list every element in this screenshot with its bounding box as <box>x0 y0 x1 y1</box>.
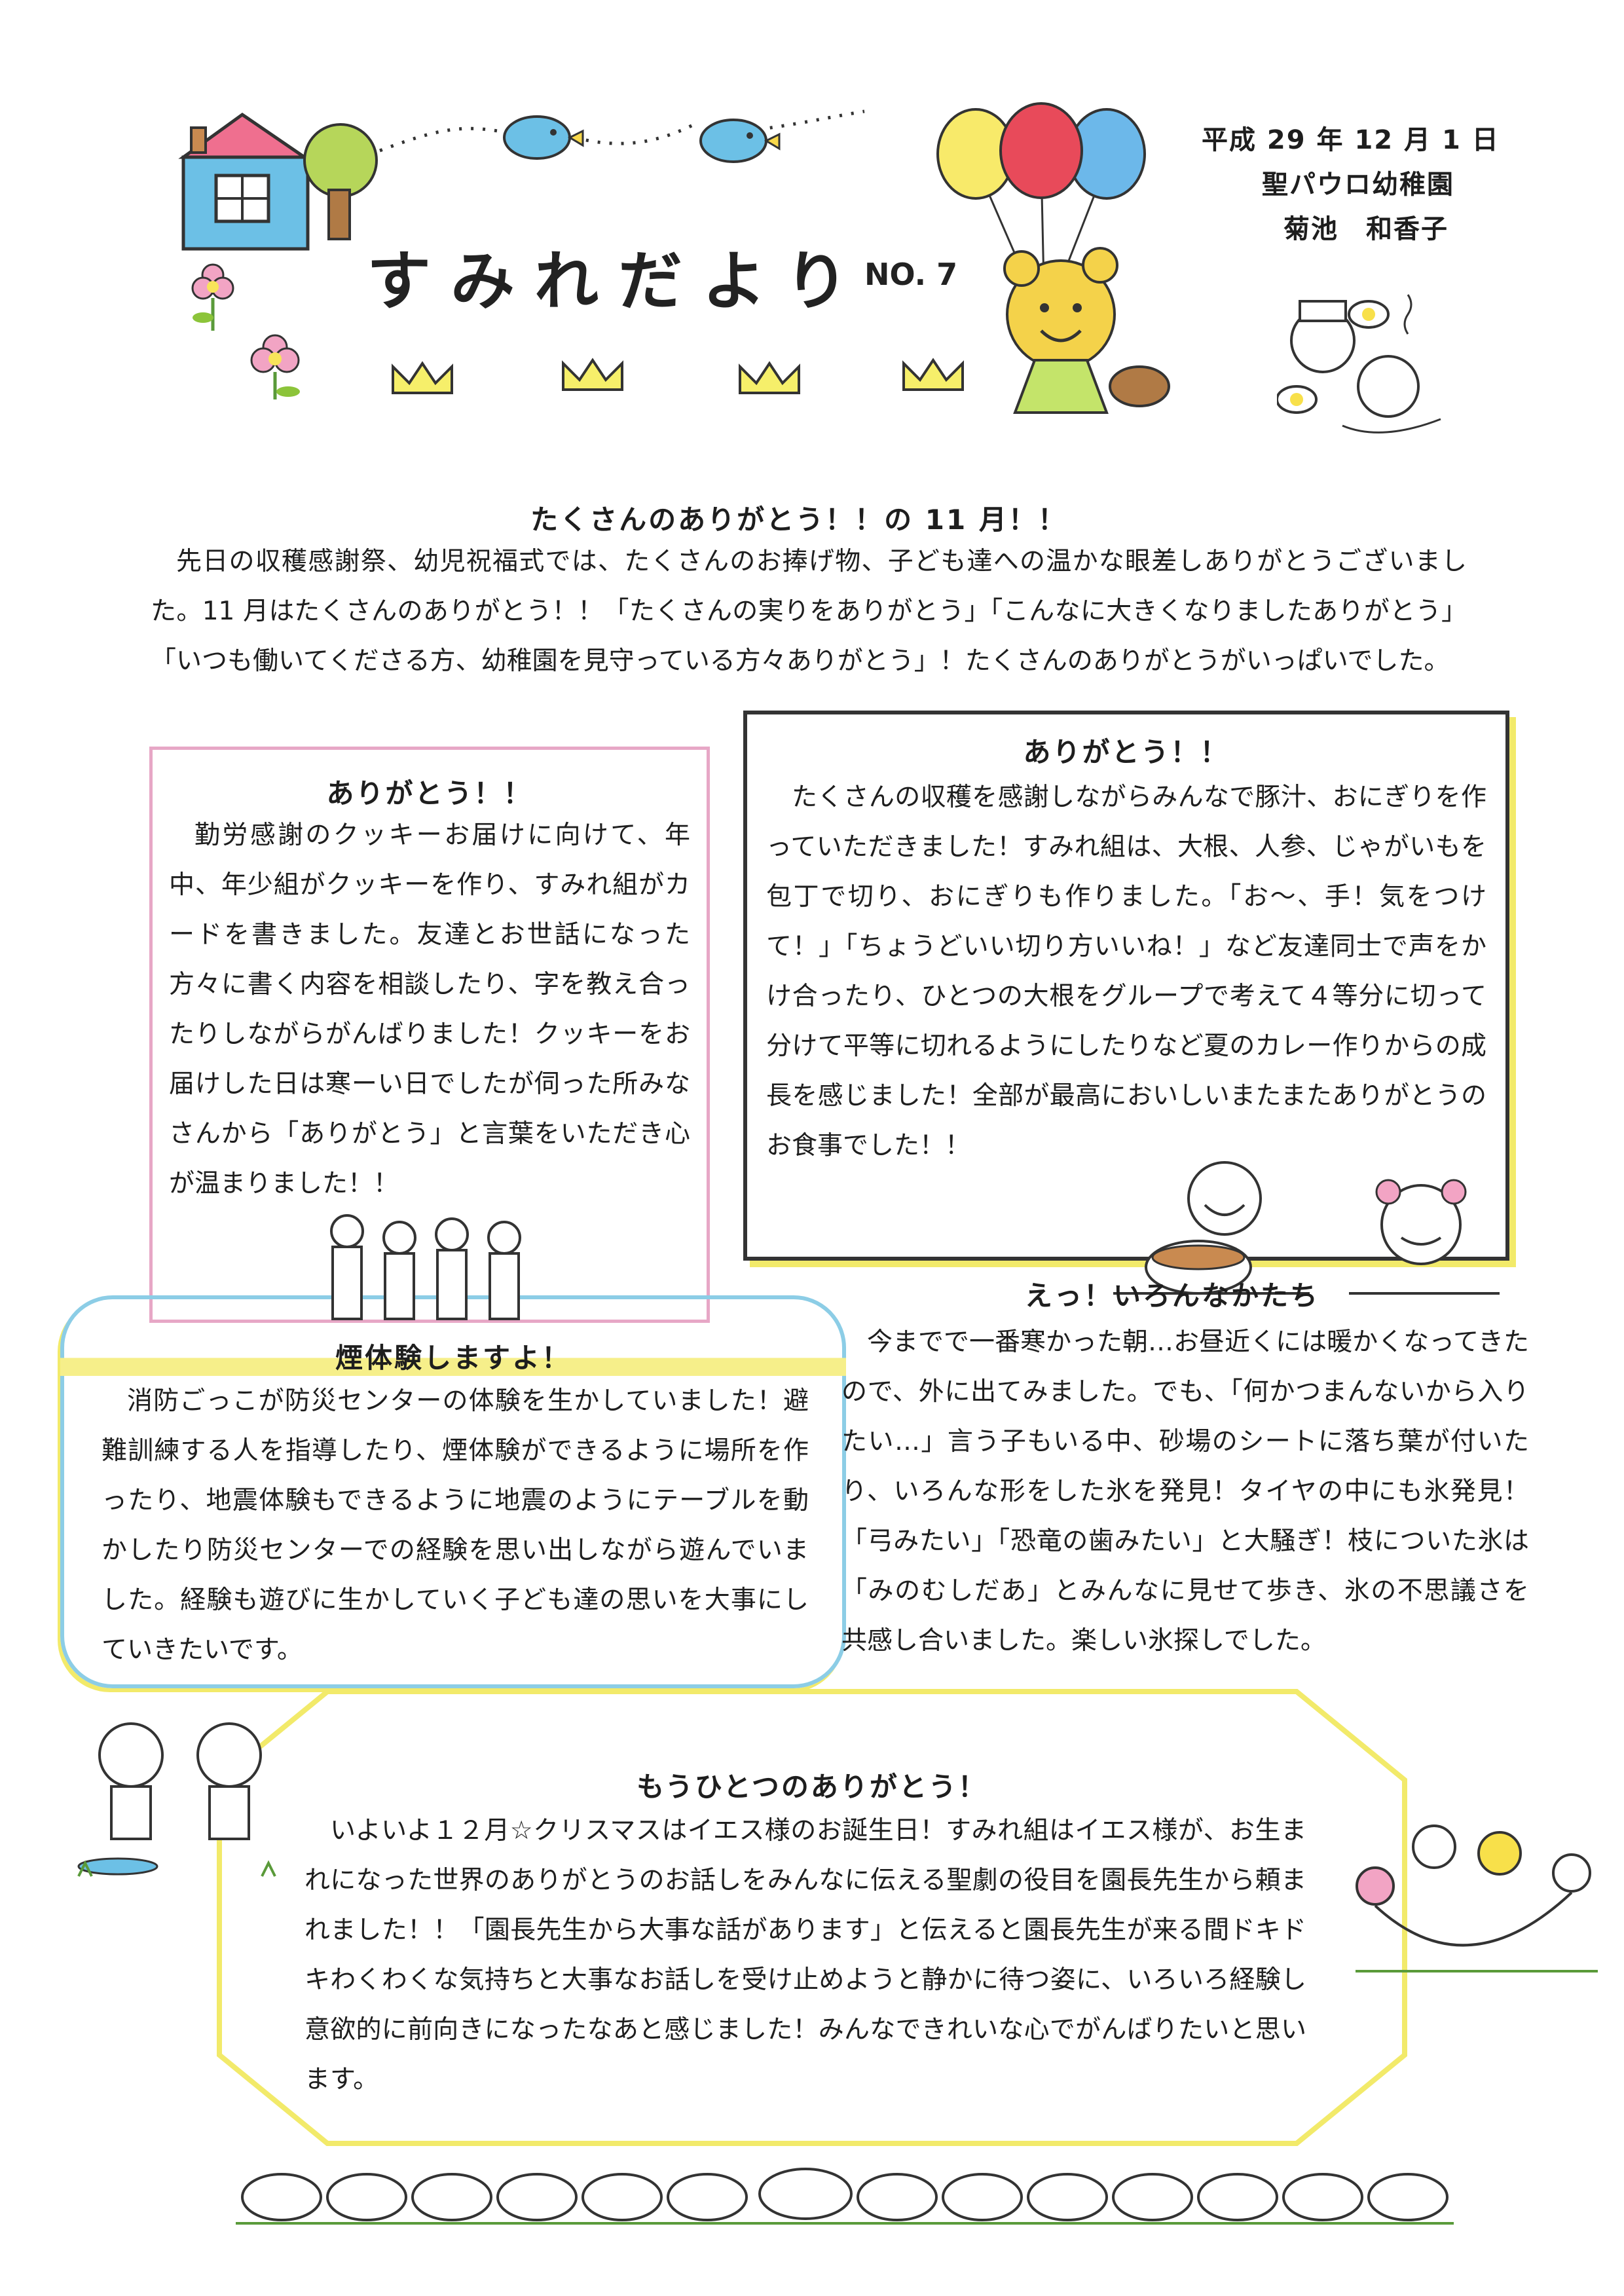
cookie-box <box>149 747 710 1323</box>
school-name: 聖パウロ幼稚園 <box>1262 170 1454 200</box>
crown-icon <box>392 358 964 394</box>
tree-icon <box>303 123 378 240</box>
kids-jumping-illustration <box>77 1722 276 1877</box>
header-info: 平成 29 年 12 月 1 日 聖パウロ幼稚園 菊池 和香子 <box>1202 118 1516 251</box>
kids-eating-illustration <box>1113 1161 1500 1295</box>
cookie-heading: ありがとう！！ <box>326 777 533 809</box>
smoke-heading: 煙体験しますよ！ <box>60 1336 846 1376</box>
flower-icon <box>250 334 300 399</box>
harvest-text: たくさんの収穫を感謝しながらみんなで豚汁、おにぎりを作っていただきました！すみれ… <box>766 783 1486 1160</box>
smoke-text: 消防ごっこが防災センターの体験を生かしていました！避難訓練する人を指導したり、煙… <box>101 1386 809 1665</box>
bird-icon <box>699 119 781 163</box>
christmas-text: いよいよ１２月☆クリスマスはイエス様のお誕生日！すみれ組はイエス様が、お生まれに… <box>304 1816 1306 2094</box>
harvest-box <box>743 711 1509 1261</box>
header-illustration <box>178 102 1170 414</box>
bear-icon <box>1003 247 1170 414</box>
intro-heading: たくさんのありがとう！！の 11 月！！ <box>530 504 1067 536</box>
intro-text: 先日の収穫感謝祭、幼児祝福式では、たくさんのお捧げ物、子ども達への温かな眼差しあ… <box>151 547 1467 676</box>
author-name: 菊池 和香子 <box>1283 214 1449 244</box>
christmas-heading: もうひとつのありがとう！ <box>637 1771 987 1803</box>
newsletter-title: すみれだより <box>367 244 869 319</box>
bird-icon <box>503 115 584 160</box>
balloon-icon <box>936 102 1146 315</box>
ice-text: 今までで一番寒かった朝…お昼近くには暖かくなってきたので、外に出てみました。でも… <box>841 1327 1529 1656</box>
issue-date: 平成 29 年 12 月 1 日 <box>1202 125 1500 155</box>
harvest-heading: ありがとう！！ <box>1023 736 1230 768</box>
cooking-illustration <box>1277 294 1441 434</box>
ice-heading: えっ！いろんなかたち <box>1024 1280 1320 1312</box>
christmas-frame <box>217 1689 1407 2146</box>
jump-rope-illustration <box>1356 1824 1598 1972</box>
house-icon <box>178 112 310 251</box>
sheep-border-illustration <box>236 2168 1454 2225</box>
cookie-text: 勤労感謝のクッキーお届けに向けて、年中、年少組がクッキーを作り、すみれ組がカード… <box>169 821 690 1198</box>
issue-number: NO. 7 <box>864 257 958 292</box>
firefighters-illustration <box>330 1214 521 1320</box>
flower-icon <box>191 263 234 331</box>
